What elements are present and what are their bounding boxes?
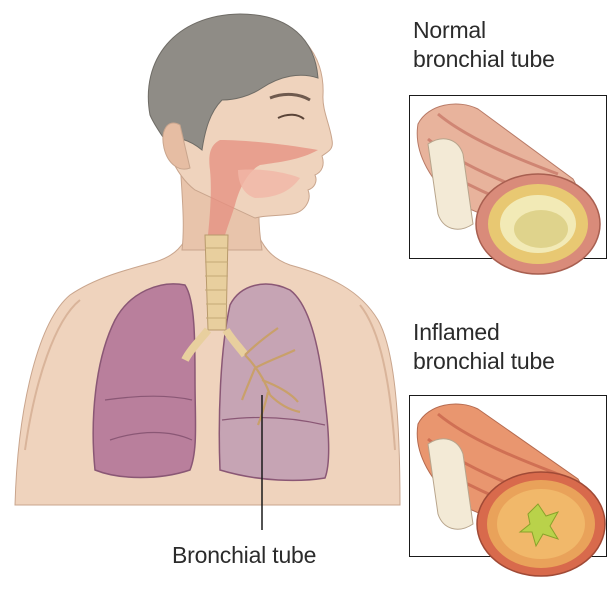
inflamed-bronchial-tube-inset bbox=[409, 395, 607, 557]
inflamed-tube-illustration bbox=[398, 384, 608, 569]
inflamed-bronchial-tube-label: Inflamed bronchial tube bbox=[413, 318, 555, 376]
normal-label-line1: Normal bbox=[413, 16, 555, 45]
normal-bronchial-tube-label: Normal bronchial tube bbox=[413, 16, 555, 74]
normal-tube-illustration bbox=[398, 84, 608, 269]
trachea bbox=[205, 235, 228, 330]
inflamed-label-line2: bronchial tube bbox=[413, 347, 555, 376]
normal-bronchial-tube-inset bbox=[409, 95, 607, 259]
inflamed-label-line1: Inflamed bbox=[413, 318, 555, 347]
bronchial-tube-label: Bronchial tube bbox=[172, 541, 316, 570]
normal-label-line2: bronchial tube bbox=[413, 45, 555, 74]
